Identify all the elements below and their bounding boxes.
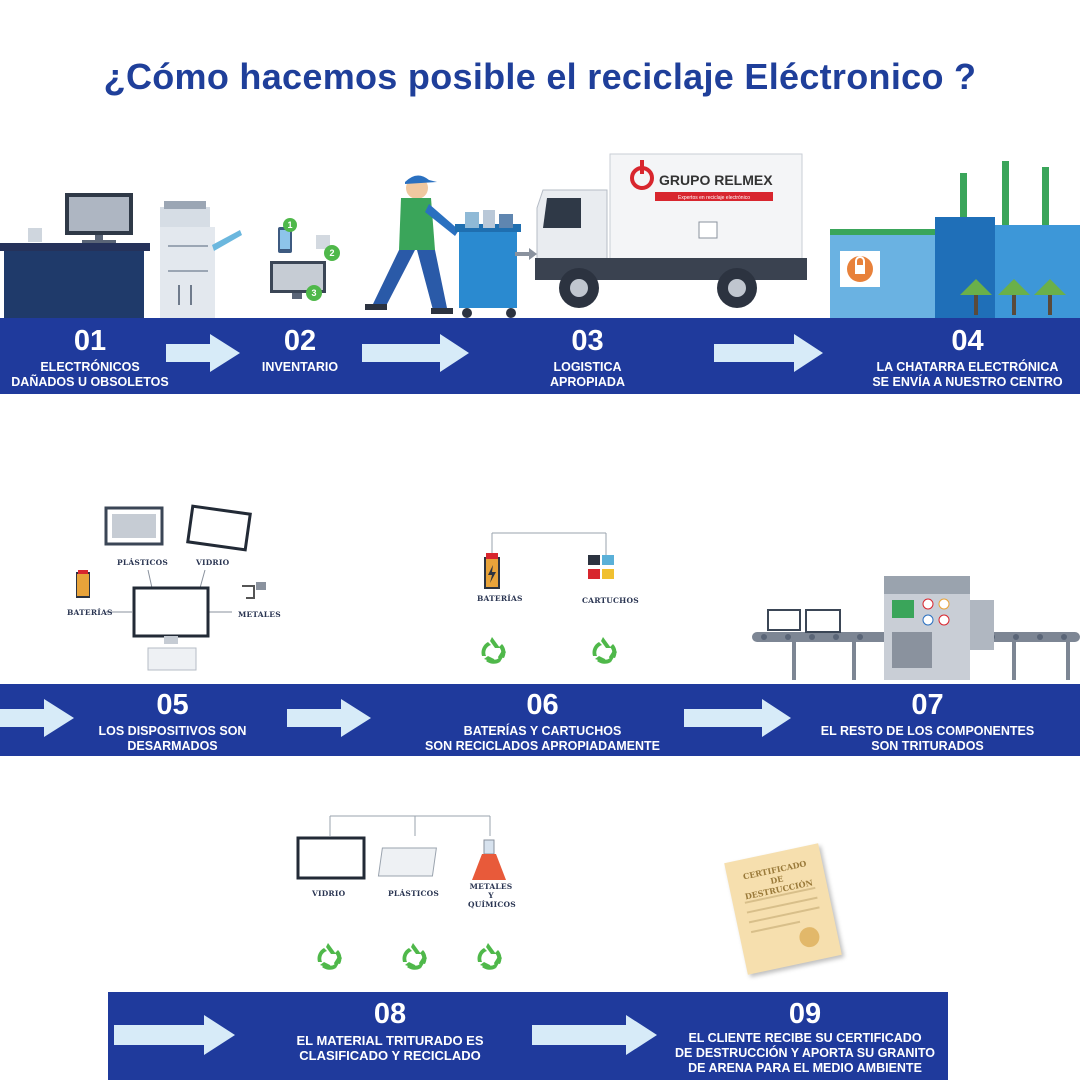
material-label: BATERÍAS: [477, 594, 523, 603]
page-title: ¿Cómo hacemos posible el reciclaje Eléct…: [103, 56, 977, 97]
desk-computer-icon: [0, 193, 242, 320]
arrow-right-icon: [684, 699, 791, 737]
step-caption-line: DE DESTRUCCIÓN Y APORTA SU GRANITO: [675, 1046, 935, 1060]
material-label: VIDRIO: [312, 889, 346, 898]
arrow-right-icon: [287, 699, 371, 737]
step-02: 02 INVENTARIO: [245, 325, 355, 375]
step-caption-line: BATERÍAS Y CARTUCHOS: [463, 724, 622, 738]
step-caption-line: EL MATERIAL TRITURADO ES: [296, 1033, 484, 1048]
batteries-cartridges-diagram: [481, 532, 617, 664]
step-01: 01 ELECTRÓNICOS DAÑADOS U OBSOLETOS: [0, 325, 180, 390]
step-number: 02: [283, 325, 317, 357]
shredder-machine-icon: [752, 576, 1080, 680]
step-caption-line: APROPIADA: [549, 375, 625, 389]
step-caption-line: ELECTRÓNICOS: [40, 360, 140, 374]
step-caption-line: SE ENVÍA A NUESTRO CENTRO: [872, 375, 1063, 389]
step-caption-line: DAÑADOS U OBSOLETOS: [11, 375, 169, 389]
arrow-right-icon: [532, 1015, 657, 1055]
factory-icon: [830, 161, 1080, 320]
step-caption-line: LOGISTICA: [553, 360, 622, 374]
step-caption-line: SON TRITURADOS: [871, 739, 984, 753]
step-number: 07: [911, 689, 944, 721]
step-number: 03: [571, 325, 604, 357]
step-number: 09: [788, 998, 822, 1030]
step-03: 03 LOGISTICA APROPIADA: [520, 325, 655, 390]
step-number: 08: [373, 998, 407, 1030]
step-09: 09 EL CLIENTE RECIBE SU CERTIFICADO DE D…: [660, 998, 950, 1076]
battery-icon: [484, 553, 500, 589]
step-caption-line: LA CHATARRA ELECTRÓNICA: [876, 360, 1059, 374]
certificate-icon: CERTIFICADO DE DESTRUCCIÓN: [724, 843, 842, 975]
step-caption-line: EL CLIENTE RECIBE SU CERTIFICADO: [688, 1031, 922, 1045]
arrow-right-icon: [0, 699, 74, 737]
step-caption-line: LOS DISPOSITIVOS SON: [98, 724, 247, 738]
material-label: PLÁSTICOS: [117, 558, 168, 567]
step-caption-line: DE ARENA PARA EL MEDIO AMBIENTE: [688, 1061, 922, 1075]
step-04: 04 LA CHATARRA ELECTRÓNICA SE ENVÍA A NU…: [855, 325, 1080, 390]
keyboard-icon: [377, 847, 437, 877]
arrow-right-icon: [362, 334, 469, 372]
truck-icon: GRUPO RELMEX Expertos en reciclaje elect…: [515, 153, 807, 308]
inventory-devices-icon: 1 2 3: [270, 218, 340, 301]
classification-diagram: [296, 815, 506, 970]
material-label: METALES Y QUÍMICOS: [468, 882, 516, 909]
worker-with-bin-icon: [365, 175, 521, 318]
material-label: PLÁSTICOS: [388, 889, 439, 898]
svg-text:3: 3: [311, 288, 316, 298]
svg-text:GRUPO RELMEX: GRUPO RELMEX: [659, 172, 773, 188]
step-caption-line: CLASIFICADO Y RECICLADO: [299, 1048, 481, 1063]
step-06: 06 BATERÍAS Y CARTUCHOS SON RECICLADOS A…: [410, 689, 675, 754]
arrow-right-icon: [166, 334, 240, 372]
step-number: 01: [73, 325, 107, 357]
cartridge-icon: [588, 555, 614, 579]
step-number: 06: [526, 689, 559, 721]
arrow-right-icon: [114, 1015, 235, 1055]
svg-text:1: 1: [287, 220, 292, 230]
flask-icon: [472, 839, 506, 880]
steps-band-2: [0, 684, 1080, 756]
material-label: METALES: [238, 610, 281, 619]
steps-band-3: [108, 992, 948, 1080]
step-08: 08 EL MATERIAL TRITURADO ES CLASIFICADO …: [270, 998, 510, 1063]
step-caption-line: EL RESTO DE LOS COMPONENTES: [820, 724, 1035, 738]
step-caption-line: DESARMADOS: [127, 739, 218, 753]
step-caption-line: SON RECICLADOS APROPIADAMENTE: [425, 739, 660, 753]
material-label: CARTUCHOS: [582, 596, 639, 605]
material-label: BATERÍAS: [67, 608, 113, 617]
step-07: 07 EL RESTO DE LOS COMPONENTES SON TRITU…: [800, 689, 1055, 754]
disassembly-diagram: [76, 504, 266, 671]
arrow-right-icon: [714, 334, 823, 372]
step-caption-line: INVENTARIO: [261, 360, 339, 374]
svg-text:2: 2: [329, 248, 334, 258]
svg-text:Expertos en reciclaje electrón: Expertos en reciclaje electrónico: [678, 195, 750, 201]
step-number: 04: [951, 325, 984, 357]
monitor-icon: [296, 836, 366, 880]
material-label: VIDRIO: [196, 558, 230, 567]
step-05: 05 LOS DISPOSITIVOS SON DESARMADOS: [80, 689, 265, 754]
step-number: 05: [156, 689, 189, 721]
